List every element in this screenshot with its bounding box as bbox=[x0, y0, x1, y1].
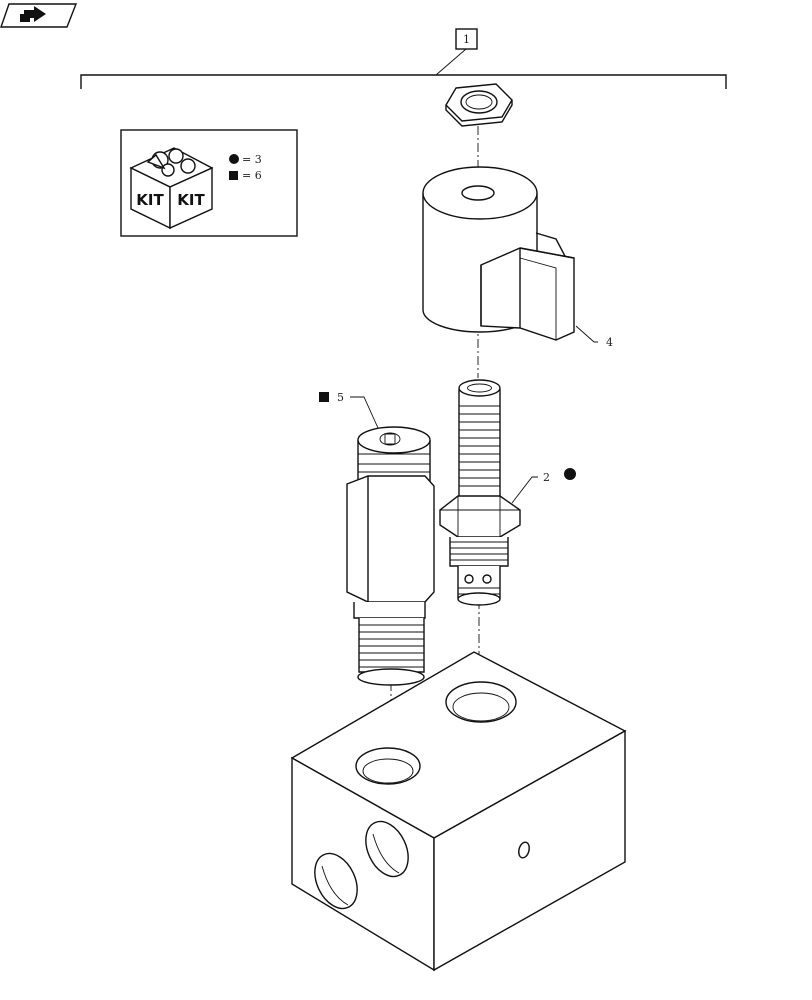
nav-button[interactable] bbox=[0, 3, 78, 28]
filled-circle-marker bbox=[564, 468, 576, 480]
assembly-ref-label: 1 bbox=[463, 33, 470, 46]
callout-4-label: 4 bbox=[606, 336, 613, 349]
filled-square-marker bbox=[229, 171, 238, 180]
callout-4: 4 bbox=[575, 325, 613, 349]
arrow-right-icon bbox=[20, 6, 46, 22]
manifold-block bbox=[290, 651, 627, 972]
square-qty: = 6 bbox=[242, 169, 262, 182]
hex-nut bbox=[445, 83, 513, 127]
callout-2-label: 2 bbox=[543, 471, 550, 484]
kit-label-right: KIT bbox=[177, 191, 205, 209]
assembly-ref-box: 1 bbox=[455, 28, 478, 50]
cartridge-valve bbox=[439, 379, 521, 606]
solenoid-coil bbox=[422, 166, 575, 341]
callout-5-label: 5 bbox=[337, 391, 344, 404]
filled-circle-marker bbox=[229, 154, 239, 164]
filled-square-marker bbox=[319, 392, 329, 402]
callout-2: 2 bbox=[511, 468, 576, 504]
circle-qty: = 3 bbox=[242, 153, 262, 166]
kit-legend: KIT KIT = 3 = 6 bbox=[120, 129, 298, 237]
assembly-bracket bbox=[80, 48, 727, 89]
kit-label-left: KIT bbox=[136, 191, 164, 209]
kit-box-icon: KIT KIT bbox=[129, 147, 214, 230]
relief-valve bbox=[346, 426, 435, 686]
callout-5: 5 bbox=[319, 391, 379, 429]
